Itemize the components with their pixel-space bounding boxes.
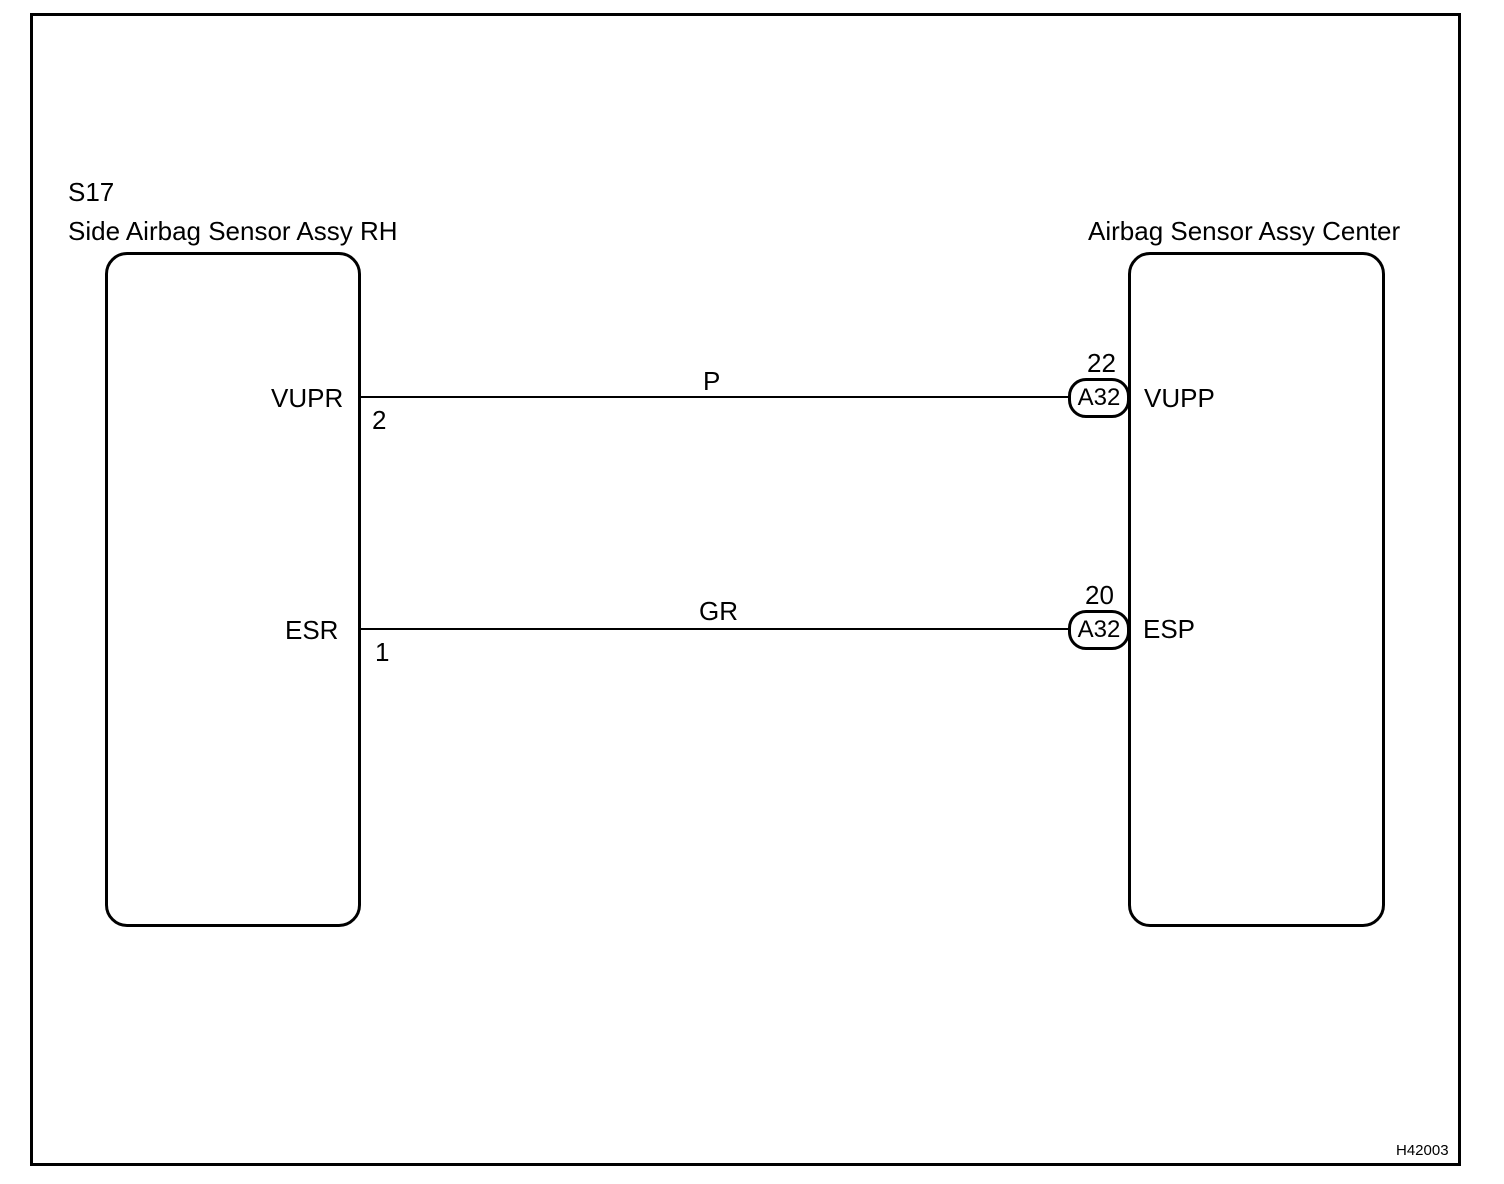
wire-color-p: P [703,366,721,396]
figure-code: H42003 [1396,1142,1449,1159]
right-component-box [1128,252,1385,927]
left-component-box [105,252,361,927]
left-component-name: Side Airbag Sensor Assy RH [68,216,398,246]
right-pin-number-22: 22 [1087,348,1116,378]
left-pin-number-2: 2 [372,405,387,435]
connector-a32-upper: A32 [1068,378,1130,418]
right-terminal-vupp: VUPP [1144,383,1215,413]
right-pin-number-20: 20 [1085,580,1114,610]
connector-a32-lower: A32 [1068,610,1130,650]
left-pin-number-1: 1 [375,637,390,667]
left-component-code: S17 [68,177,115,207]
wire-p [361,396,1071,398]
wire-gr [361,628,1071,630]
diagram-frame [30,13,1461,1166]
left-terminal-vupr: VUPR [271,383,344,413]
right-component-name: Airbag Sensor Assy Center [1088,216,1401,246]
right-terminal-esp: ESP [1143,614,1196,644]
left-terminal-esr: ESR [285,615,339,645]
wire-color-gr: GR [699,596,738,626]
